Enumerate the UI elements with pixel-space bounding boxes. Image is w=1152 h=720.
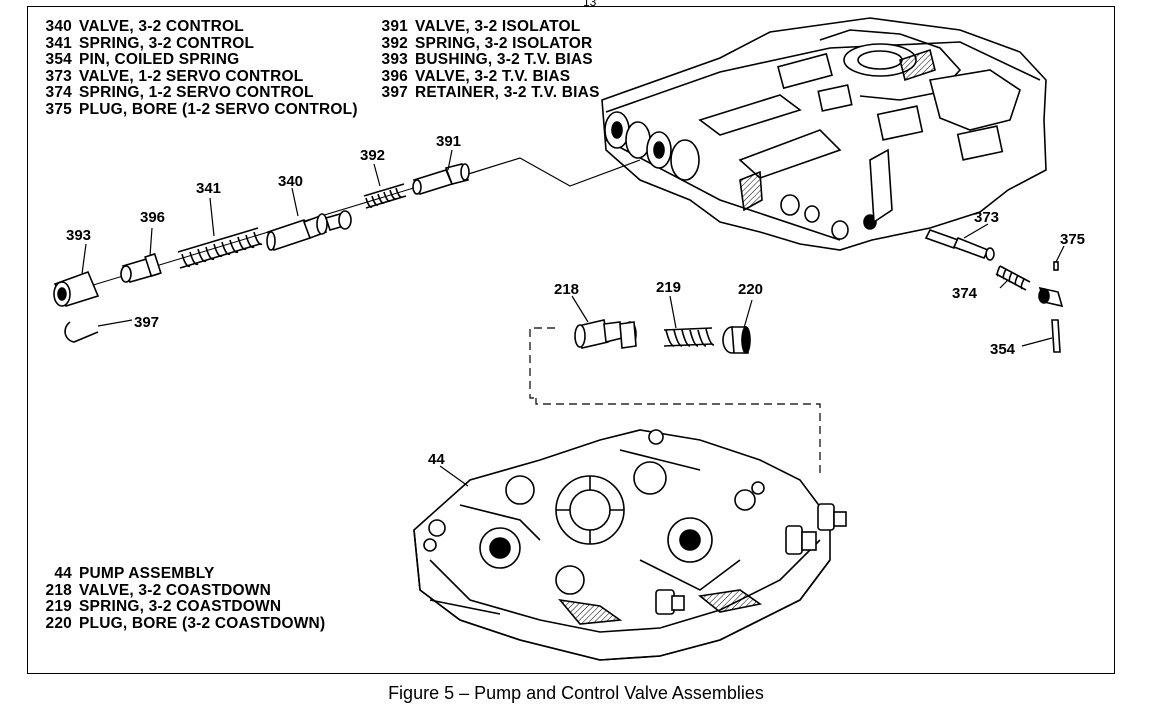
legend-item-number: 44 — [54, 565, 72, 582]
legend-item: 392 SPRING, 3-2 ISOLATOR — [372, 34, 600, 53]
callout-373: 373 — [974, 209, 999, 226]
part-375-plug — [1038, 261, 1064, 308]
legend-item-number: 375 — [45, 100, 72, 118]
legend-item: 220 PLUG, BORE (3-2 COASTDOWN) — [36, 614, 326, 633]
callout-219: 219 — [656, 279, 681, 296]
callout-391: 391 — [436, 133, 461, 150]
part-340-valve — [266, 210, 352, 252]
part-393-bushing — [53, 270, 100, 307]
callout-44: 44 — [428, 451, 445, 468]
legend-item-number: 397 — [381, 84, 408, 102]
page-number: 13 — [583, 0, 597, 9]
legend-item-text: PLUG, BORE (3-2 COASTDOWN) — [79, 614, 326, 632]
legend-item-text: VALVE, 3-2 T.V. BIAS — [415, 67, 571, 85]
legend-item-text: VALVE, 3-2 ISOLATOL — [415, 18, 581, 35]
legend-item: 397 RETAINER, 3-2 T.V. BIAS — [372, 85, 600, 102]
callout-393: 393 — [66, 227, 91, 244]
callout-375: 375 — [1060, 231, 1085, 248]
callout-340: 340 — [278, 173, 303, 190]
legend-item-number: 373 — [45, 67, 72, 85]
legend-item-number: 374 — [45, 84, 72, 102]
legend-item-text: VALVE, 3-2 CONTROL — [79, 18, 244, 35]
legend-item-text: PUMP ASSEMBLY — [79, 565, 215, 582]
legend-item-number: 218 — [45, 581, 72, 599]
legend-item: 396 VALVE, 3-2 T.V. BIAS — [372, 67, 600, 86]
leader-lines — [81, 149, 1065, 487]
legend-item-number: 219 — [45, 598, 72, 616]
legend-item-number: 341 — [45, 34, 72, 52]
callout-397: 397 — [134, 314, 159, 331]
legend-item-text: SPRING, 1-2 SERVO CONTROL — [79, 84, 314, 102]
callout-218: 218 — [554, 281, 579, 298]
part-219-spring — [663, 327, 715, 347]
part-220-plug — [722, 326, 751, 354]
callout-341: 341 — [196, 180, 221, 197]
part-374-spring — [995, 265, 1031, 291]
figure-caption: Figure 5 – Pump and Control Valve Assemb… — [388, 683, 764, 703]
part-373-valve — [924, 229, 995, 261]
legend-item-number: 391 — [381, 18, 408, 35]
legend-item: 219 SPRING, 3-2 COASTDOWN — [36, 599, 325, 616]
callout-396: 396 — [140, 209, 165, 226]
legend-item-number: 393 — [381, 51, 408, 69]
legend-item: 340 VALVE, 3-2 CONTROL — [36, 18, 358, 36]
legend-item: 374 SPRING, 1-2 SERVO CONTROL — [36, 85, 358, 102]
legend-item-text: VALVE, 1-2 SERVO CONTROL — [79, 67, 304, 85]
legend-item: 341 SPRING, 3-2 CONTROL — [36, 34, 358, 53]
legend-item: 354 PIN, COILED SPRING — [36, 52, 358, 69]
legend-item-text: PIN, COILED SPRING — [79, 51, 240, 69]
legend-top-right: 391 VALVE, 3-2 ISOLATOL 392 SPRING, 3-2 ISO… — [372, 18, 600, 102]
part-391-valve — [412, 163, 470, 195]
part-396-valve — [120, 252, 162, 283]
callout-220: 220 — [738, 281, 763, 298]
part-341-spring — [177, 227, 263, 269]
legend-item-text: SPRING, 3-2 CONTROL — [79, 34, 255, 52]
legend-top-left: 340 VALVE, 3-2 CONTROL 341 SPRING, 3-2 CONT… — [36, 18, 358, 119]
legend-item-number: 220 — [45, 614, 72, 632]
legend-item-text: SPRING, 3-2 COASTDOWN — [79, 598, 282, 616]
control-valve-body — [601, 17, 1047, 251]
legend-item-number: 392 — [381, 34, 408, 52]
legend-item-number: 340 — [45, 18, 72, 35]
callout-392: 392 — [360, 147, 385, 164]
part-397-retainer — [64, 321, 99, 343]
legend-item: 218 VALVE, 3-2 COASTDOWN — [36, 581, 325, 600]
legend-item: 393 BUSHING, 3-2 T.V. BIAS — [372, 52, 600, 69]
callout-374: 374 — [952, 285, 978, 302]
legend-item-number: 396 — [381, 67, 408, 85]
legend-item: 373 VALVE, 1-2 SERVO CONTROL — [36, 67, 358, 86]
legend-item-text: BUSHING, 3-2 T.V. BIAS — [415, 51, 593, 69]
legend-item-text: PLUG, BORE (1-2 SERVO CONTROL) — [79, 100, 358, 118]
legend-item-text: SPRING, 3-2 ISOLATOR — [415, 34, 593, 52]
pump-assembly — [413, 429, 847, 661]
part-354-pin — [1051, 319, 1061, 353]
legend-item-number: 354 — [45, 51, 72, 69]
callout-354: 354 — [990, 341, 1016, 358]
legend-item: 375 PLUG, BORE (1-2 SERVO CONTROL) — [36, 100, 358, 119]
alignment-line-upper — [461, 157, 641, 187]
legend-item: 391 VALVE, 3-2 ISOLATOL — [372, 18, 600, 36]
legend-item-text: VALVE, 3-2 COASTDOWN — [79, 581, 272, 599]
alignment-dashed-guide — [529, 327, 821, 474]
part-392-spring — [363, 183, 407, 209]
legend-item-text: RETAINER, 3-2 T.V. BIAS — [415, 84, 600, 102]
part-218-valve — [574, 319, 637, 349]
legend-item: 44 PUMP ASSEMBLY — [36, 565, 325, 583]
